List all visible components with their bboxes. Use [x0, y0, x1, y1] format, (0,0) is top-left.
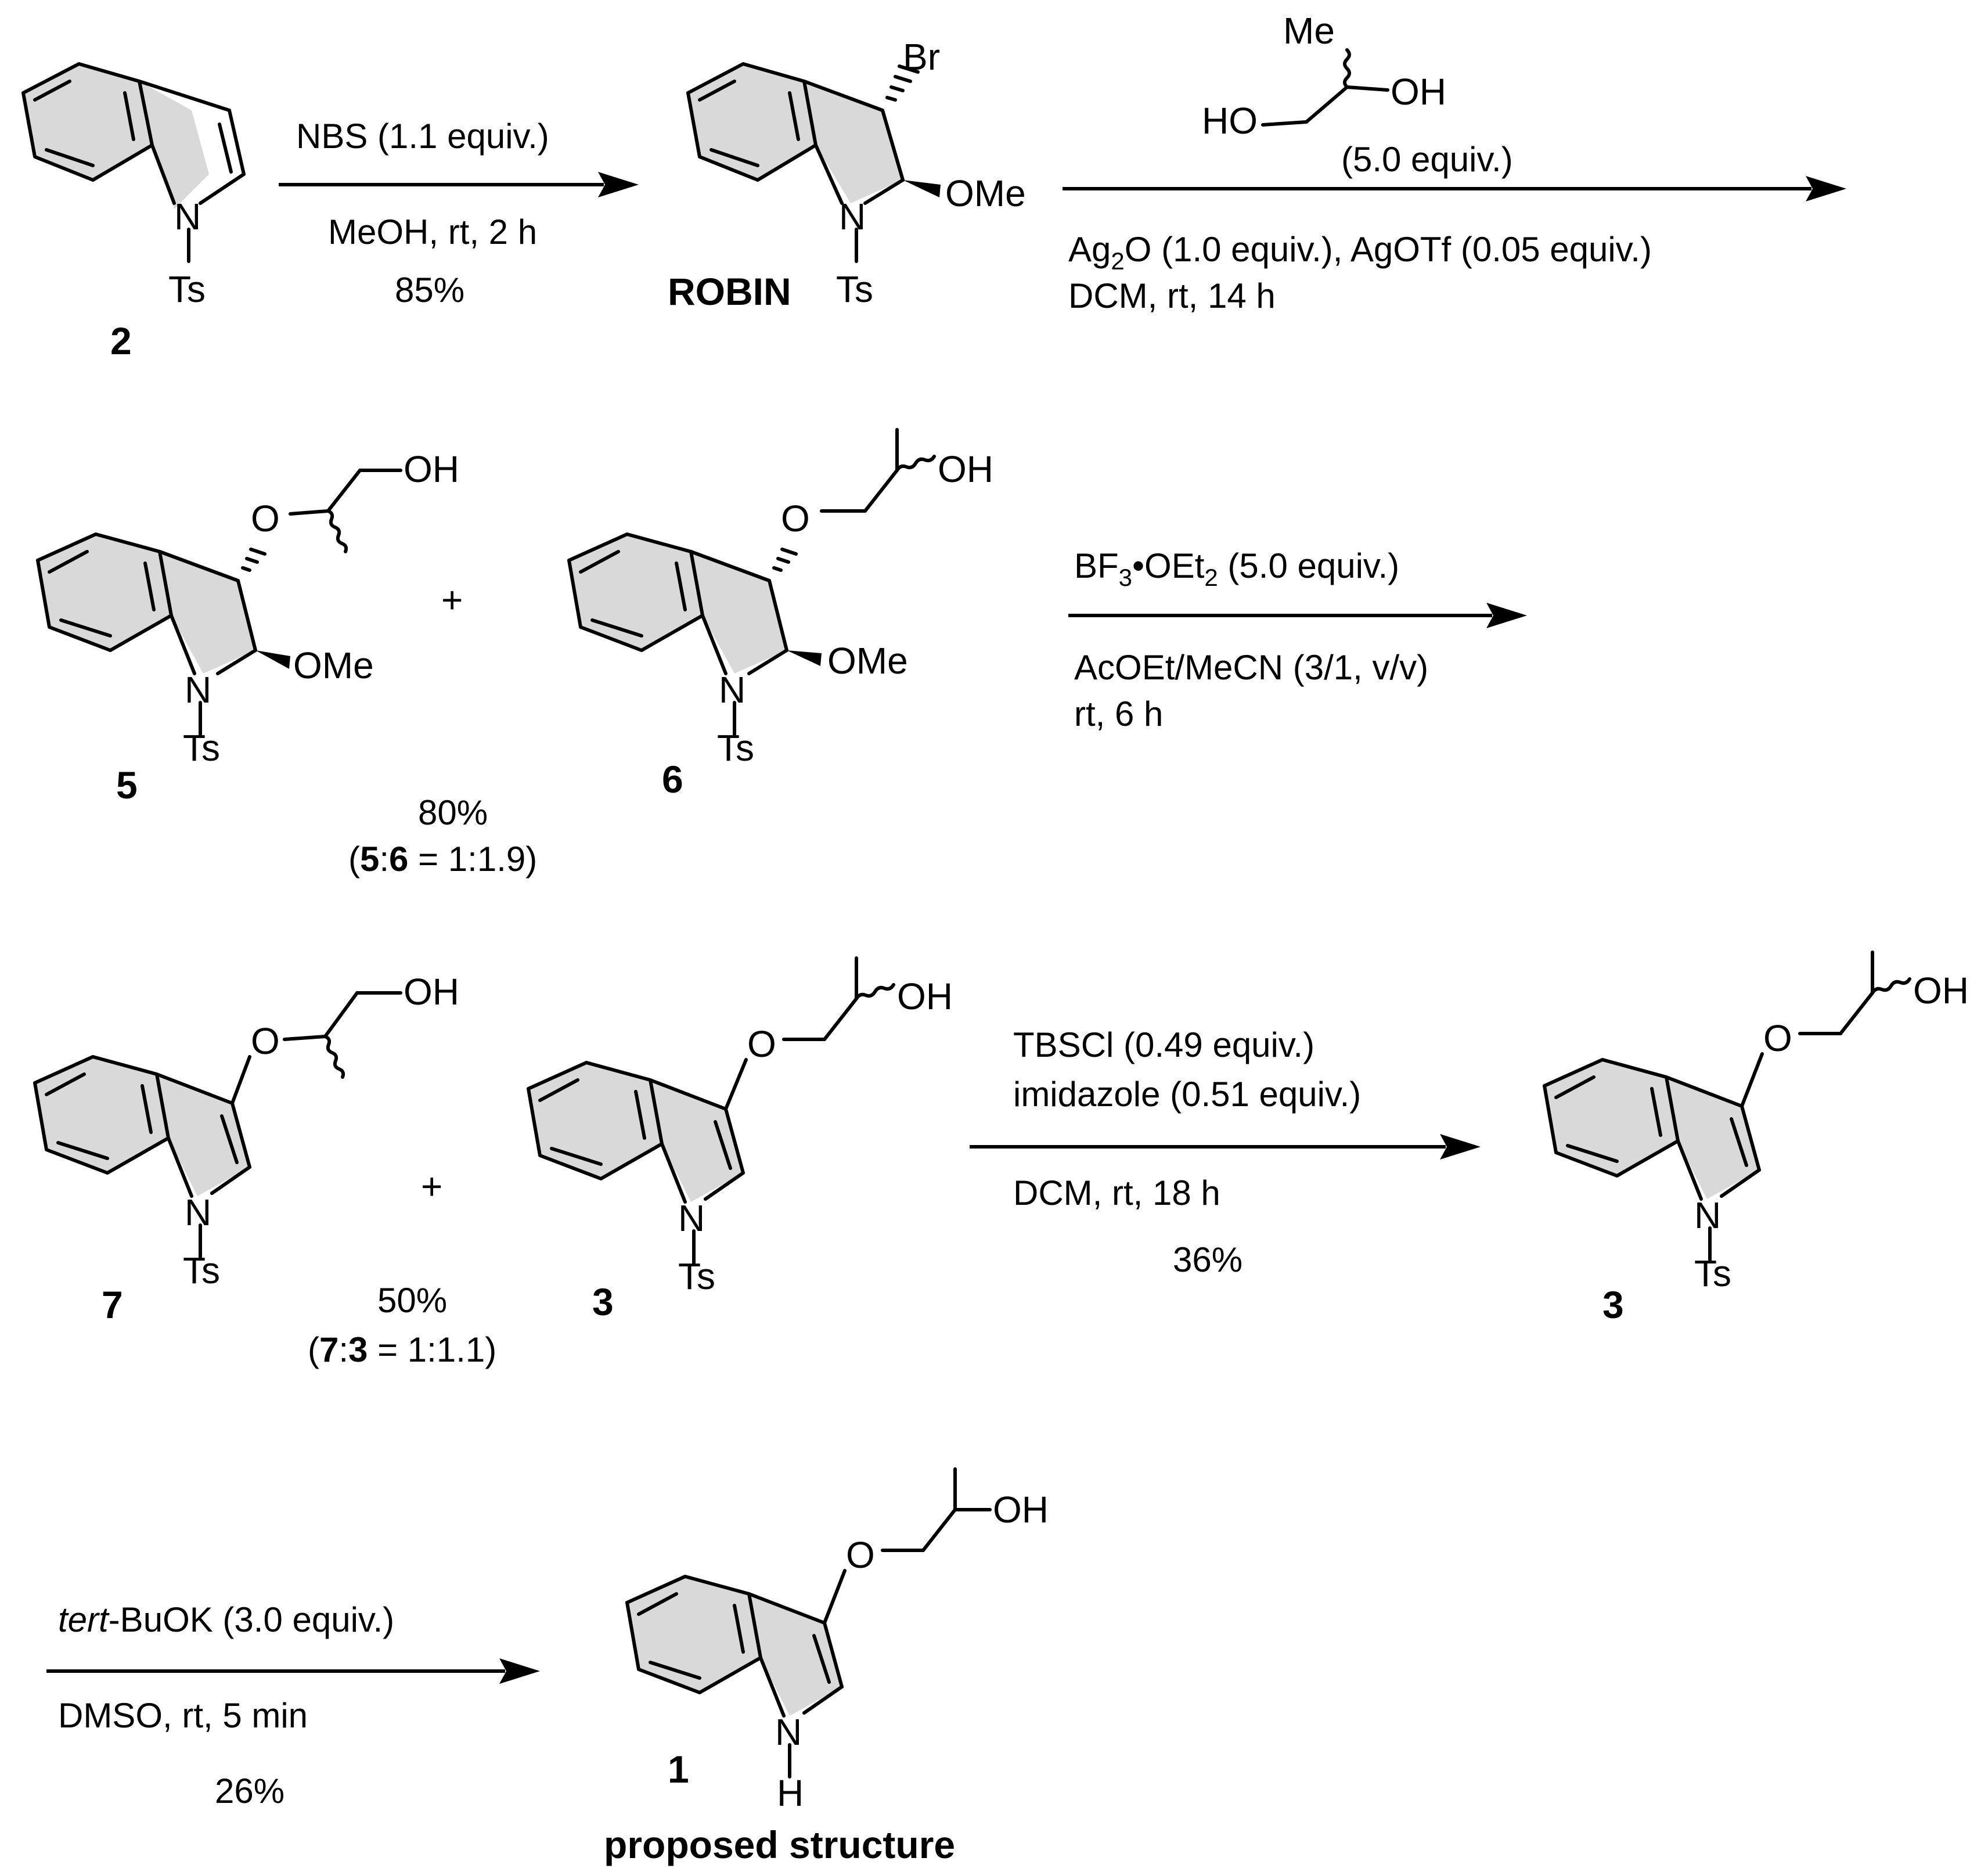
atom-oh: OH [938, 448, 993, 490]
compound-label-1: 1 [668, 1748, 689, 1791]
atom-n: N [775, 1711, 802, 1753]
compound-label-7: 7 [102, 1283, 123, 1326]
atom-o: O [781, 498, 810, 539]
atom-ome: OMe [827, 640, 908, 682]
atom-me: Me [1283, 10, 1335, 52]
compound-7-structure: O OH N Ts [33, 971, 459, 1291]
step3-reagent: BF3•OEt2 (5.0 equiv.) [1074, 546, 1399, 591]
atom-ho: HO [1202, 100, 1258, 142]
atom-ts: Ts [168, 268, 206, 310]
step4-conditions: DCM, rt, 18 h [1013, 1173, 1220, 1212]
step3-line2: rt, 6 h [1074, 694, 1163, 733]
compound-1-structure: O OH N H [625, 1467, 1049, 1814]
step2-line1: Ag2O (1.0 equiv.), AgOTf (0.05 equiv.) [1068, 230, 1652, 275]
atom-oh: OH [404, 971, 459, 1013]
atom-oh: OH [1913, 970, 1969, 1011]
compound-label-2: 2 [110, 319, 132, 362]
step4-yield: 36% [1173, 1240, 1242, 1279]
compound-label-5: 5 [116, 764, 138, 807]
atom-oh: OH [993, 1489, 1049, 1531]
compound-3-structure-a: O OH N Ts [527, 956, 953, 1297]
mix1-ratio: (5:6 = 1:1.9) [348, 840, 537, 879]
atom-oh: OH [1391, 71, 1446, 113]
atom-oh: OH [897, 975, 953, 1017]
compound-robin-structure: Br OMe N Ts [686, 36, 1026, 310]
atom-ts: Ts [183, 727, 220, 769]
reaction-arrow-4 [970, 1134, 1481, 1160]
atom-n: N [678, 1197, 705, 1239]
atom-ts: Ts [183, 1250, 220, 1291]
reaction-arrow-3 [1068, 603, 1527, 628]
atom-o: O [251, 498, 280, 539]
atom-oh: OH [404, 448, 459, 490]
reaction-arrow-1 [279, 172, 639, 197]
mix2-yield: 50% [377, 1281, 447, 1320]
step1-yield: 85% [395, 271, 464, 309]
atom-br: Br [903, 36, 940, 78]
atom-ts: Ts [678, 1255, 715, 1297]
step1-reagent: NBS (1.1 equiv.) [296, 117, 549, 156]
propanediol-reagent: Me OH HO [1202, 10, 1446, 142]
step5-yield: 26% [215, 1772, 284, 1810]
compound-label-3b: 3 [1602, 1283, 1624, 1326]
atom-n: N [839, 196, 866, 237]
atom-n: N [1694, 1194, 1721, 1236]
step5-conditions: DMSO, rt, 5 min [58, 1696, 308, 1735]
compound-6-structure: O OH OMe N Ts [567, 428, 993, 769]
compound-label-3a: 3 [592, 1280, 614, 1323]
atom-n: N [719, 669, 746, 711]
atom-o: O [1763, 1017, 1792, 1059]
step5-reagent: tert-BuOK (3.0 equiv.) [58, 1600, 394, 1639]
atom-n: N [185, 669, 211, 711]
step1-conditions: MeOH, rt, 2 h [328, 213, 537, 251]
compound-5-structure: O OH OMe N Ts [36, 448, 459, 769]
atom-n: N [174, 196, 201, 237]
proposed-structure-label: proposed structure [604, 1823, 955, 1866]
step3-line1: AcOEt/MeCN (3/1, v/v) [1074, 648, 1428, 687]
atom-ts: Ts [717, 727, 754, 769]
step4-reagent1: TBSCl (0.49 equiv.) [1013, 1025, 1314, 1064]
atom-ts: Ts [836, 268, 873, 310]
atom-n: N [185, 1191, 211, 1233]
atom-ome: OMe [293, 645, 374, 686]
plus-sign-1: + [441, 579, 463, 621]
atom-ts: Ts [1694, 1252, 1731, 1294]
atom-o: O [846, 1534, 875, 1576]
step2-reagent-equiv: (5.0 equiv.) [1341, 140, 1513, 179]
compound-3-structure-b: O OH N Ts [1543, 951, 1969, 1294]
plus-sign-2: + [421, 1165, 442, 1207]
compound-label-robin: ROBIN [668, 270, 791, 313]
mix2-ratio: (7:3 = 1:1.1) [308, 1330, 496, 1369]
mix1-yield: 80% [418, 793, 488, 832]
atom-o: O [747, 1023, 776, 1065]
compound-label-6: 6 [662, 758, 683, 801]
step4-reagent2: imidazole (0.51 equiv.) [1013, 1075, 1361, 1114]
atom-o: O [251, 1020, 280, 1062]
compound-2-structure: N Ts [21, 62, 246, 310]
atom-h: H [777, 1772, 804, 1814]
reaction-arrow-5 [46, 1658, 540, 1684]
step2-line2: DCM, rt, 14 h [1068, 276, 1276, 315]
reaction-arrow-2 [1063, 176, 1846, 201]
atom-ome: OMe [945, 172, 1026, 214]
